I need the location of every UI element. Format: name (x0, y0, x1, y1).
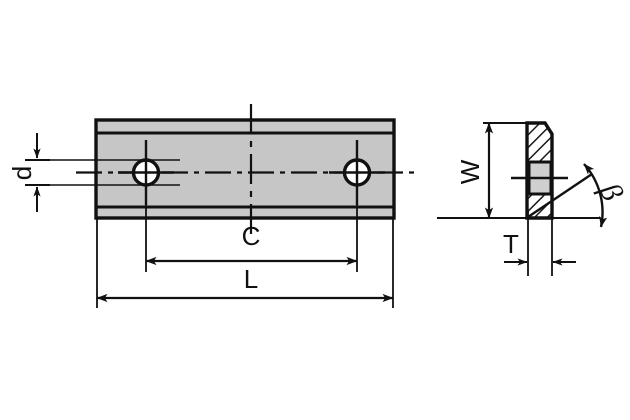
side-section-view-group (437, 121, 600, 276)
dimension-l-label: L (244, 264, 258, 294)
dimension-w-label: W (455, 159, 485, 184)
bevel-angle-leg-line (527, 173, 593, 218)
dimension-l: L (96, 218, 394, 308)
plate-bottom-chamfer-band (96, 207, 394, 218)
plate-top-chamfer-band (96, 120, 394, 133)
right-hole-group (329, 140, 385, 205)
left-hole-group (118, 140, 174, 205)
dimension-d: d (7, 133, 50, 212)
d-extension-lines (33, 159, 180, 186)
front-view-group (33, 104, 420, 236)
dimension-c: C (145, 205, 358, 272)
dimension-t: T (503, 229, 576, 266)
dimension-t-label: T (503, 229, 519, 259)
dimension-d-label: d (7, 166, 37, 180)
plate-outline (94, 118, 396, 220)
dimension-c-label: C (242, 221, 261, 251)
bevel-angle-arc (583, 163, 608, 228)
dimension-w: W (455, 122, 494, 219)
